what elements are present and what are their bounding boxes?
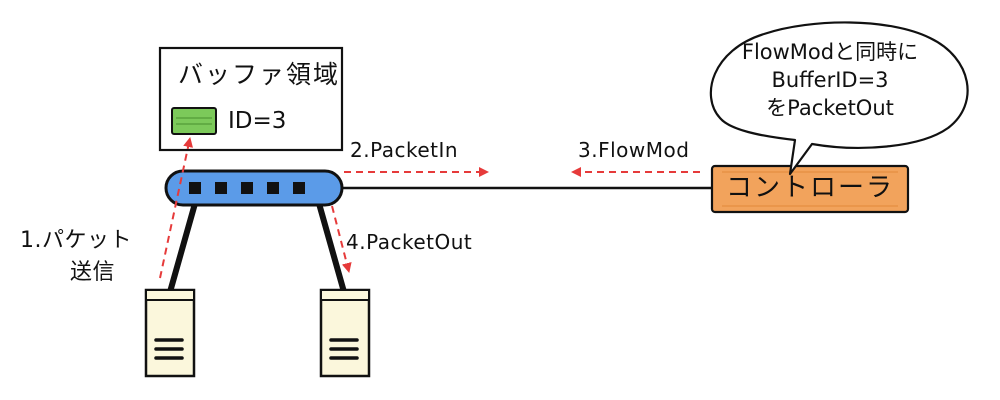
cable-left (167, 197, 199, 295)
buffer-slot-icon (171, 107, 217, 135)
controller-box (710, 164, 910, 214)
step-1-label: 1.パケット (20, 228, 132, 253)
step-1-label-line2: 送信 (70, 260, 116, 285)
bubble-text-line-3: をPacketOut (766, 96, 894, 120)
server-icon (144, 288, 196, 378)
step-4-label: 4.PacketOut (346, 230, 473, 254)
step-3-label: 3.FlowMod (578, 138, 690, 162)
arrow-packet-send (159, 137, 194, 279)
speech-bubble (709, 21, 969, 176)
bubble-text-line-2: BufferID=3 (771, 68, 889, 92)
buffer-area-title: バッファ領域 (178, 60, 341, 89)
buffer-slot-label: ID=3 (228, 108, 287, 134)
cable-right (315, 197, 347, 295)
server-icon (319, 288, 371, 378)
step-2-label: 2.PacketIn (350, 138, 459, 162)
controller-label: コントローラ (725, 173, 894, 203)
network-switch-icon (164, 169, 344, 207)
bubble-text-line-1: FlowModと同時に (741, 40, 919, 64)
